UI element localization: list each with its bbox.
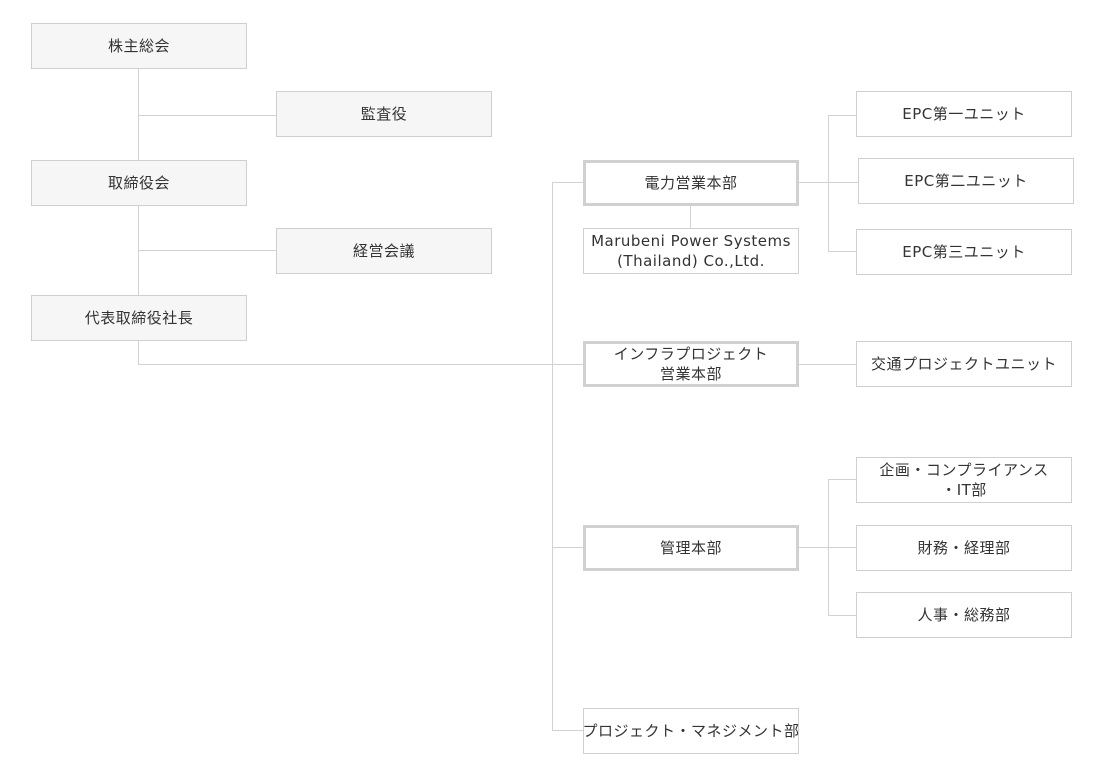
node-label: 取締役会 <box>107 174 170 192</box>
connector-power-units-spine <box>828 115 829 251</box>
connector-shareholders-board <box>138 68 139 160</box>
connector-power-to-units <box>798 182 828 183</box>
node-label-line1: インフラプロジェクト <box>613 345 769 363</box>
node-epc-unit-2[interactable]: EPC第二ユニット <box>858 158 1074 204</box>
node-epc-unit-1[interactable]: EPC第一ユニット <box>856 91 1072 137</box>
node-epc-unit-3[interactable]: EPC第三ユニット <box>856 229 1072 275</box>
connector-president-down <box>138 340 139 364</box>
node-administration-division[interactable]: 管理本部 <box>583 525 799 571</box>
node-label: 電力営業本部 <box>644 174 738 192</box>
node-label: EPC第二ユニット <box>904 172 1028 190</box>
connector-management-meeting <box>138 250 276 251</box>
connector-infra-unit <box>798 364 856 365</box>
connector-dept-planning <box>828 479 856 480</box>
node-label: 管理本部 <box>659 539 722 557</box>
node-label-line1: 企画・コンプライアンス <box>879 461 1049 479</box>
connector-power-subsidiary <box>690 205 691 228</box>
node-management-meeting[interactable]: 経営会議 <box>276 228 492 274</box>
node-label-line1: Marubeni Power Systems <box>591 232 791 250</box>
node-label: 財務・経理部 <box>917 539 1011 557</box>
connector-project-management <box>552 730 583 731</box>
connector-auditor <box>138 115 276 116</box>
connector-epc1 <box>828 115 856 116</box>
connector-epc2 <box>828 182 858 183</box>
connector-dept-finance <box>828 547 856 548</box>
connector-dept-hr <box>828 615 856 616</box>
node-label: 経営会議 <box>352 242 415 260</box>
connector-admin <box>552 547 583 548</box>
node-auditor[interactable]: 監査役 <box>276 91 492 137</box>
connector-admin-to-depts <box>798 547 828 548</box>
node-dept-finance-accounting[interactable]: 財務・経理部 <box>856 525 1072 571</box>
node-label: 代表取締役社長 <box>84 309 194 327</box>
node-label-line2: ・IT部 <box>941 481 987 499</box>
node-label-line2: 営業本部 <box>659 365 722 383</box>
connector-power-sales <box>552 182 583 183</box>
node-board-of-directors[interactable]: 取締役会 <box>31 160 247 206</box>
node-label: プロジェクト・マネジメント部 <box>582 722 800 740</box>
node-infra-project-division[interactable]: インフラプロジェクト 営業本部 <box>583 341 799 387</box>
node-transport-project-unit[interactable]: 交通プロジェクトユニット <box>856 341 1072 387</box>
node-label: 株主総会 <box>107 37 170 55</box>
node-dept-planning-compliance-it[interactable]: 企画・コンプライアンス ・IT部 <box>856 457 1072 503</box>
connector-epc3 <box>828 251 856 252</box>
node-label: 人事・総務部 <box>917 606 1011 624</box>
node-president[interactable]: 代表取締役社長 <box>31 295 247 341</box>
node-project-management-dept[interactable]: プロジェクト・マネジメント部 <box>583 708 799 754</box>
connector-divisions-spine <box>552 182 553 731</box>
node-dept-hr-general-affairs[interactable]: 人事・総務部 <box>856 592 1072 638</box>
node-power-subsidiary[interactable]: Marubeni Power Systems (Thailand) Co.,Lt… <box>583 228 799 274</box>
node-label-line2: (Thailand) Co.,Ltd. <box>617 252 765 270</box>
node-label: 交通プロジェクトユニット <box>870 355 1057 373</box>
node-label: EPC第三ユニット <box>902 243 1026 261</box>
connector-president-to-divisions <box>138 364 583 365</box>
node-shareholders-meeting[interactable]: 株主総会 <box>31 23 247 69</box>
node-power-sales-division[interactable]: 電力営業本部 <box>583 160 799 206</box>
node-label: EPC第一ユニット <box>902 105 1026 123</box>
node-label: 監査役 <box>360 105 408 123</box>
